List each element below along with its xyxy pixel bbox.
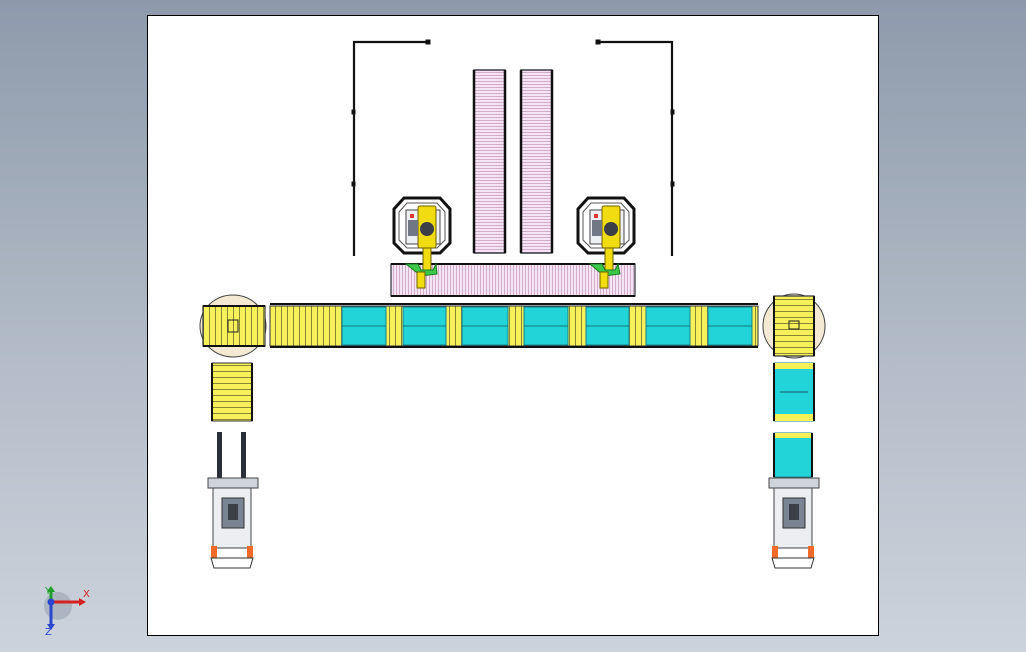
output-conveyor-right[interactable] [773, 362, 815, 422]
forklift-right[interactable] [768, 477, 820, 569]
cross-conveyor[interactable] [390, 263, 636, 297]
axis-triad-icon [44, 586, 86, 630]
robot-cell-left[interactable] [392, 196, 452, 289]
axis-y-label: Y [45, 586, 52, 597]
infeed-belt-left[interactable] [472, 69, 507, 254]
turntable-left[interactable] [199, 294, 267, 358]
robot-cell-right[interactable] [576, 196, 636, 289]
infeed-belt-right[interactable] [519, 69, 554, 254]
main-conveyor[interactable] [269, 303, 759, 348]
forklift-left[interactable] [207, 432, 259, 569]
output-conveyor-left[interactable] [211, 362, 253, 422]
pallet-staging-right[interactable] [773, 432, 813, 478]
enclosure-fence [351, 39, 675, 256]
axis-z-label: Z [45, 627, 52, 638]
turntable-right[interactable] [762, 293, 826, 359]
axis-x-label: X [83, 589, 90, 600]
